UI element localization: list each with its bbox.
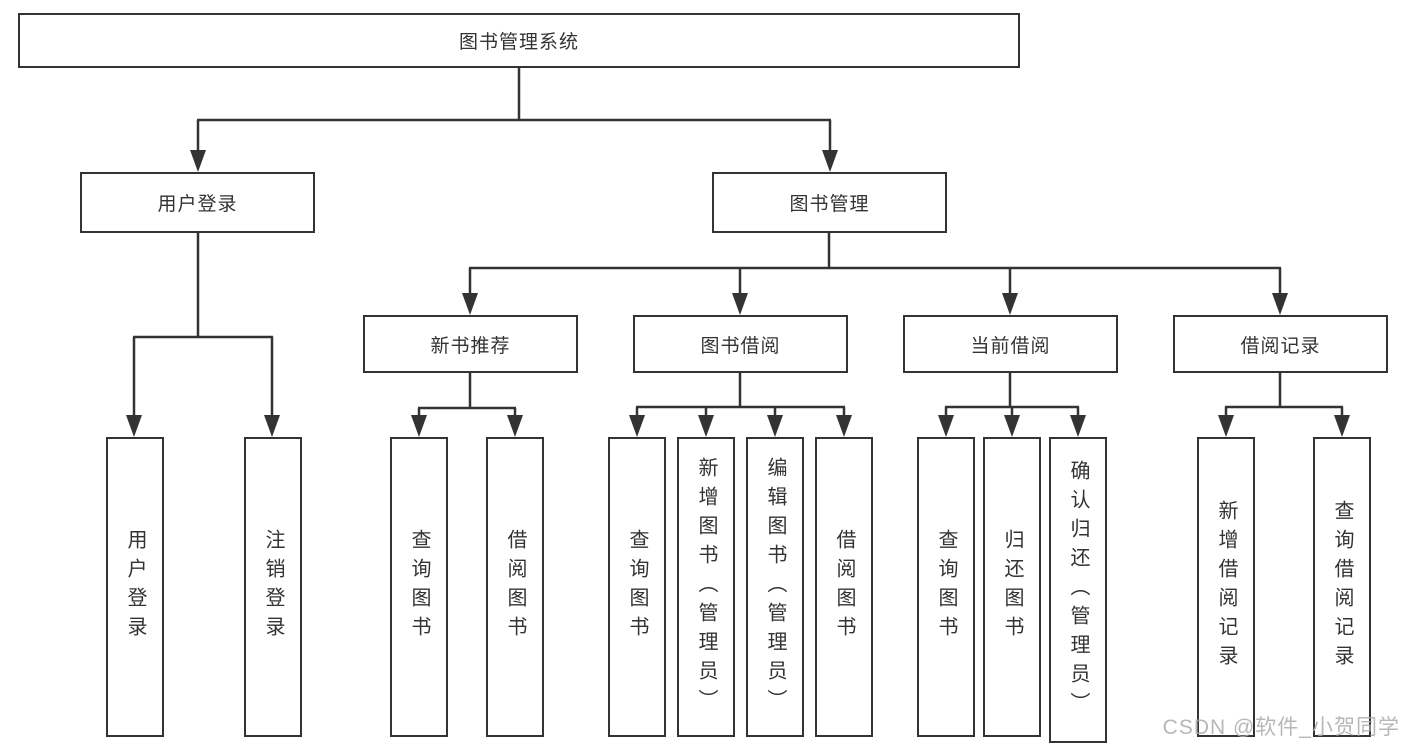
leaf-query-borrow-record: 查询借阅记录 xyxy=(1313,437,1371,737)
leaf-add-book-admin: 新增图书（管理员） xyxy=(677,437,735,737)
node-root-library-system: 图书管理系统 xyxy=(18,13,1020,68)
node-book-borrow: 图书借阅 xyxy=(633,315,848,373)
leaf-logout: 注销登录 xyxy=(244,437,302,737)
leaf-query-books-3: 查询图书 xyxy=(917,437,975,737)
node-borrow-record: 借阅记录 xyxy=(1173,315,1388,373)
leaf-user-login: 用户登录 xyxy=(106,437,164,737)
leaf-query-books-1: 查询图书 xyxy=(390,437,448,737)
leaf-borrow-books-1: 借阅图书 xyxy=(486,437,544,737)
csdn-watermark: CSDN @软件_小贺同学 xyxy=(1162,716,1400,739)
leaf-borrow-books-2: 借阅图书 xyxy=(815,437,873,737)
node-user-login: 用户登录 xyxy=(80,172,315,233)
leaf-add-borrow-record: 新增借阅记录 xyxy=(1197,437,1255,737)
leaf-confirm-return-admin: 确认归还（管理员） xyxy=(1049,437,1107,743)
leaf-edit-book-admin: 编辑图书（管理员） xyxy=(746,437,804,737)
node-book-management: 图书管理 xyxy=(712,172,947,233)
leaf-query-books-2: 查询图书 xyxy=(608,437,666,737)
node-new-book-recommend: 新书推荐 xyxy=(363,315,578,373)
node-current-borrow: 当前借阅 xyxy=(903,315,1118,373)
leaf-return-book: 归还图书 xyxy=(983,437,1041,737)
